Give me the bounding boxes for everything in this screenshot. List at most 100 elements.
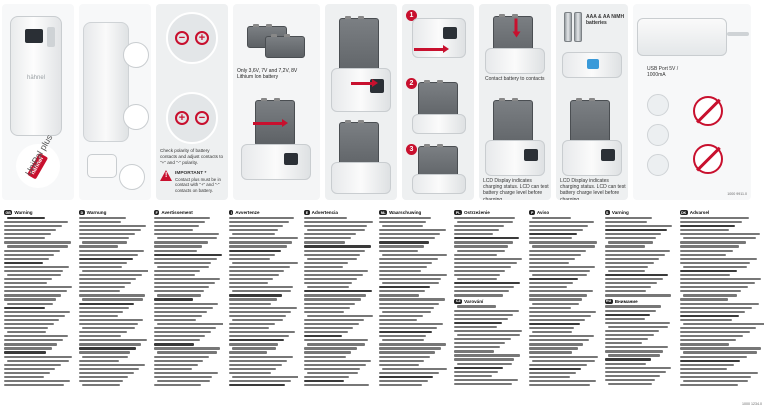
- text-line: [457, 305, 497, 308]
- text-line: [4, 286, 73, 289]
- text-line: [4, 220, 68, 224]
- text-line: [454, 286, 515, 289]
- text-line: [79, 371, 134, 375]
- text-line: [79, 216, 127, 220]
- text-line: [379, 298, 445, 301]
- text-line: [382, 253, 447, 256]
- text-line: [679, 310, 746, 313]
- text-line: [604, 229, 667, 232]
- text-line: [529, 249, 587, 252]
- text-line: [457, 362, 512, 365]
- panel-usb: USB Port 5V / 1000mA 1000 9911.0: [633, 4, 751, 200]
- text-line: [604, 216, 653, 220]
- text-line: [529, 241, 598, 244]
- text-line: [79, 331, 127, 334]
- text-line: [529, 339, 589, 342]
- text-line: [232, 290, 291, 293]
- warning-title: IMPORTANT *: [175, 171, 207, 176]
- text-line: [304, 278, 358, 281]
- text-line: [229, 245, 287, 248]
- text-line: [529, 282, 573, 285]
- text-line: [304, 237, 351, 240]
- section-title: Avertissement: [161, 210, 193, 215]
- text-line: [7, 273, 61, 277]
- text-line: [604, 342, 643, 345]
- text-line: [154, 375, 213, 379]
- text-line: [457, 220, 513, 224]
- text-line: [529, 306, 571, 309]
- text-line: [304, 245, 371, 248]
- text-line: [604, 261, 654, 264]
- text-line: [154, 286, 210, 289]
- language-code: E: [304, 210, 310, 215]
- text-line: [157, 265, 209, 269]
- text-line: [79, 367, 140, 370]
- text-line: [604, 370, 666, 373]
- section-title: Ostrzeżenie: [463, 210, 490, 215]
- text-line: [79, 306, 129, 309]
- text-line: [529, 278, 579, 281]
- text-line: [454, 269, 506, 273]
- text-line: [679, 249, 733, 252]
- text-line: [229, 229, 278, 232]
- text-line: [379, 290, 425, 293]
- text-line: [4, 298, 56, 301]
- section-title: Advertencia: [311, 210, 338, 215]
- text-line: [229, 257, 270, 260]
- text-line: [82, 355, 128, 358]
- text-line: [4, 384, 65, 387]
- aa-caption: AAA & AA NiMH batteries: [586, 14, 625, 27]
- text-line: [379, 335, 427, 338]
- text-line: [154, 339, 200, 342]
- text-line: [604, 273, 669, 277]
- lcd-display: [601, 149, 615, 161]
- text-line: [304, 310, 345, 313]
- text-line: [304, 355, 346, 358]
- text-line: [229, 343, 279, 346]
- text-line: [154, 245, 203, 248]
- text-line: [379, 273, 447, 277]
- text-line: [679, 335, 743, 338]
- text-line: [229, 380, 291, 383]
- text-line: [682, 237, 756, 240]
- text-line: [154, 249, 197, 252]
- text-line: [154, 347, 220, 350]
- text-line: [379, 278, 442, 281]
- detail-circle-switch: [123, 104, 149, 130]
- text-line: [79, 237, 130, 240]
- footer-code: 1000 1234.0: [741, 402, 762, 406]
- text-line: [379, 318, 418, 322]
- text-line: [679, 331, 750, 334]
- text-line: [454, 338, 511, 341]
- text-line: [154, 225, 200, 228]
- text-line: [229, 282, 268, 285]
- text-line: [454, 382, 513, 386]
- text-line: [604, 313, 651, 316]
- text-line: [154, 241, 208, 244]
- text-line: [604, 305, 662, 308]
- text-line: [79, 265, 122, 269]
- text-line: [529, 290, 593, 293]
- text-line: [4, 355, 72, 358]
- text-line: [529, 347, 578, 350]
- lcd-display: [587, 59, 599, 69]
- text-line: [532, 302, 580, 305]
- text-line: [379, 233, 441, 236]
- text-line: [307, 343, 366, 346]
- text-line: [4, 249, 60, 252]
- text-line: [82, 298, 143, 301]
- text-line: [379, 359, 425, 362]
- text-line: [229, 302, 272, 305]
- text-line: [79, 278, 137, 281]
- section-title: Warnung: [86, 210, 107, 215]
- text-line: [379, 237, 435, 240]
- text-line: [454, 346, 500, 349]
- text-line: [4, 375, 45, 379]
- text-line: [154, 273, 195, 277]
- text-line: [154, 282, 215, 285]
- text-line: [529, 265, 596, 269]
